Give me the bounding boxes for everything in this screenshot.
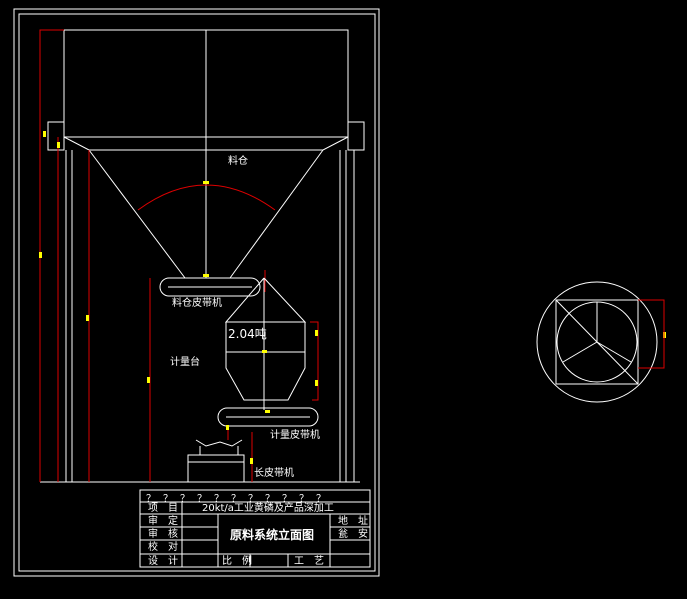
yellow-markers: [39, 131, 666, 464]
scale-label: 比 例: [222, 556, 252, 567]
silo-belt-conveyor: [159, 277, 261, 297]
silo: [47, 29, 365, 279]
site-value: 瓮 安: [338, 529, 368, 540]
approve-label: 审 定: [148, 516, 178, 527]
process-label: 工 艺: [294, 556, 324, 567]
sheet-inner-border: [18, 13, 376, 572]
dimension-lines: [39, 29, 319, 482]
silo-plan-view: [536, 281, 658, 403]
silo-label: 料仓: [228, 156, 248, 167]
hopper-capacity-label: 2.04吨: [228, 327, 267, 341]
weigh-hopper: [224, 277, 307, 410]
sheet-outer-border: [13, 8, 380, 577]
site-label: 地 址: [338, 516, 368, 527]
project-value: 20kt/a工业黄磷及产品深加工: [202, 503, 334, 514]
weigh-station-label: 计量台: [170, 357, 200, 368]
project-label: 项 目: [148, 503, 178, 514]
check-label: 校 对: [148, 542, 178, 553]
title-block: [139, 489, 371, 568]
title-question-row: ？？？？？？？？？？？: [146, 494, 333, 505]
drawing-title: 原料系统立面图: [230, 528, 315, 542]
long-belt-feeder: [187, 439, 245, 483]
weigh-belt-label: 计量皮带机: [270, 430, 320, 441]
design-label: 设 计: [148, 556, 178, 567]
review-label: 审 核: [148, 529, 178, 540]
long-belt-label: 长皮带机: [254, 468, 294, 479]
silo-belt-label: 料仓皮带机: [172, 298, 222, 309]
weigh-belt-conveyor: [217, 407, 319, 427]
plan-view-dimension: [638, 299, 665, 369]
